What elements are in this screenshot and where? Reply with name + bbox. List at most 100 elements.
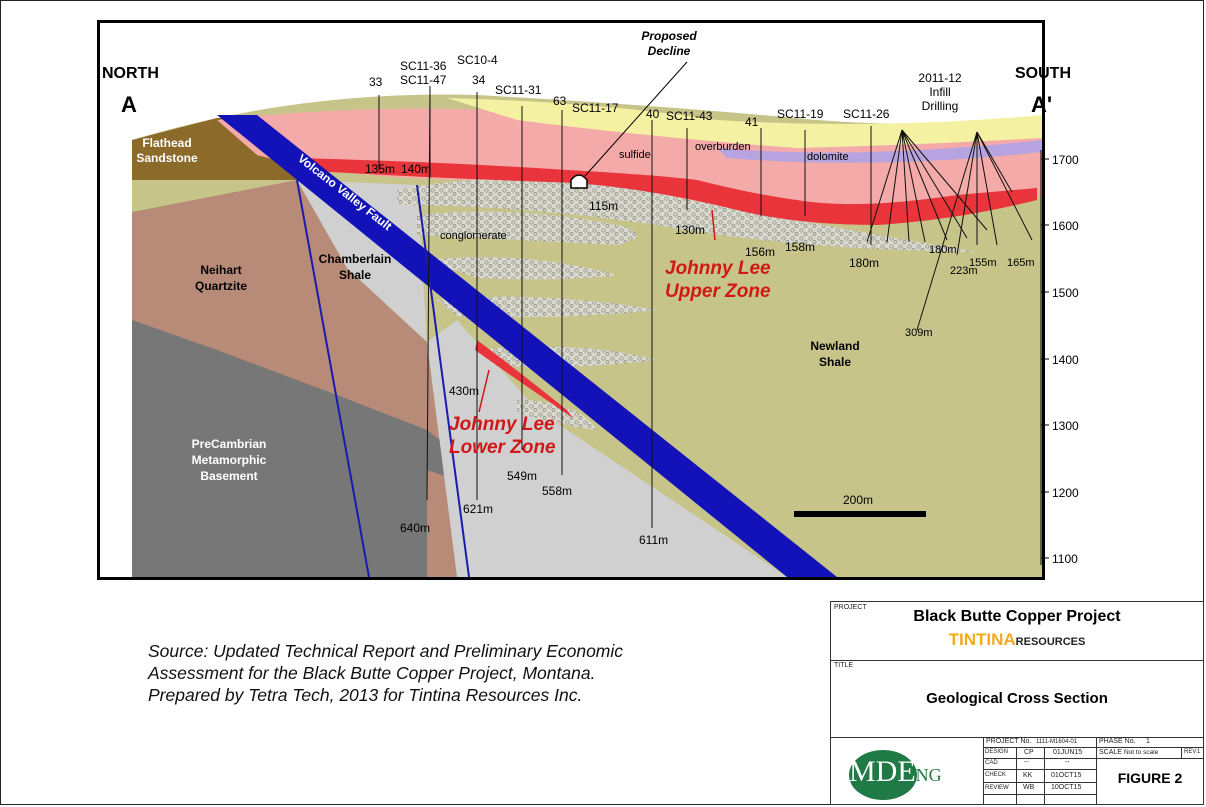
- drill-depth-label: 165m: [1007, 257, 1035, 269]
- check-label: CHECK: [985, 772, 1007, 778]
- title-field-label: TITLE: [834, 662, 854, 669]
- drill-depth-label: 621m: [463, 502, 493, 516]
- lower-zone-label: Johnny Lee: [449, 414, 555, 435]
- north-label: NORTH: [102, 65, 159, 82]
- north-point-label: A: [121, 92, 137, 117]
- cross-section-diagram: 1700 1600 1500 1400 1300 1200 1100 200m …: [97, 20, 1079, 580]
- drill-depth-label: 155m: [969, 257, 997, 269]
- elevation-tick-label: 1200: [1052, 486, 1079, 500]
- unit-label-precambrian: Basement: [200, 469, 257, 483]
- infill-drilling-label: Infill: [929, 85, 950, 99]
- unit-label-chamberlain: Chamberlain: [319, 252, 392, 266]
- drill-hole-label: SC11-26: [843, 107, 890, 121]
- upper-ore-horizon: [297, 158, 1037, 225]
- cad-label: CAD: [985, 760, 998, 766]
- drill-depth-label: 611m: [639, 533, 668, 547]
- drill-depth-label: 558m: [542, 484, 572, 498]
- cad-by: --: [1024, 759, 1029, 766]
- scale-label: SCALE: [1099, 749, 1122, 756]
- unit-label-flathead: Flathead: [142, 136, 191, 150]
- unit-label-newland: Newland: [810, 339, 859, 353]
- unit-label-overburden: overburden: [695, 141, 751, 153]
- drill-hole-label: SC11-17: [572, 101, 619, 115]
- source-line: Assessment for the Black Butte Copper Pr…: [148, 663, 596, 683]
- unit-label-neihart: Neihart: [200, 263, 241, 277]
- lower-zone-label: Lower Zone: [449, 437, 556, 458]
- drill-depth-label: 156m: [745, 245, 775, 259]
- drill-hole-label: SC11-47: [400, 73, 447, 87]
- phase-label: PHASE No.: [1099, 738, 1136, 745]
- elevation-tick-label: 1600: [1052, 219, 1079, 233]
- elevation-tick-label: 1500: [1052, 286, 1079, 300]
- project-no-value: 1111-M1604-01: [1036, 739, 1078, 745]
- company-logo-text: TINTINA: [948, 630, 1016, 649]
- elevation-axis: 1700 1600 1500 1400 1300 1200 1100: [1040, 150, 1079, 566]
- elevation-tick-label: 1700: [1052, 153, 1079, 167]
- company-logo: TINTINARESOURCES: [831, 630, 1203, 650]
- decline-leader: [584, 61, 688, 177]
- lower-ore-horizon: [475, 340, 573, 418]
- figure-number: FIGURE 2: [1117, 770, 1183, 786]
- overburden-unit: [447, 98, 1042, 148]
- upper-zone-label: Upper Zone: [665, 281, 771, 302]
- drill-depth-label: 430m: [449, 384, 479, 398]
- source-line: Prepared by Tetra Tech, 2013 for Tintina…: [148, 685, 583, 705]
- unit-label-precambrian: Metamorphic: [192, 453, 267, 467]
- unit-label-precambrian: PreCambrian: [192, 437, 267, 451]
- drill-depth-label: 223m: [950, 265, 978, 277]
- drill-hole-label: 33: [369, 75, 383, 89]
- scale-bar-label: 200m: [843, 493, 873, 507]
- rev-label: REV: [1184, 749, 1197, 755]
- proposed-decline-label: Proposed: [641, 29, 697, 43]
- title-block: PROJECT Black Butte Copper Project TINTI…: [830, 601, 1204, 805]
- elevation-tick-label: 1400: [1052, 353, 1079, 367]
- source-line: Source: Updated Technical Report and Pre…: [148, 641, 624, 661]
- check-date: 01OCT15: [1051, 772, 1082, 779]
- phase-value: 1: [1146, 738, 1150, 745]
- drill-depth-label: 140m: [401, 162, 431, 176]
- unit-label-neihart: Quartzite: [195, 279, 247, 293]
- unit-label-conglomerate: conglomerate: [440, 230, 507, 242]
- drawing-title: Geological Cross Section: [926, 690, 1108, 707]
- design-date: 01JUN15: [1053, 749, 1083, 756]
- drill-depth-label: 549m: [507, 469, 537, 483]
- check-by: KK: [1023, 772, 1033, 779]
- chamberlain-shale-unit: [297, 180, 427, 342]
- drill-depth-label: 158m: [785, 240, 815, 254]
- lower-zone-leader: [478, 369, 490, 413]
- drill-depth-label: 180m: [849, 256, 879, 270]
- logo-circle-icon: [849, 750, 917, 800]
- company-logo-suffix: RESOURCES: [1015, 636, 1086, 648]
- project-field-label: PROJECT: [834, 604, 867, 611]
- decline-tunnel: [570, 174, 588, 189]
- drill-hole-label: SC11-43: [666, 109, 713, 123]
- conglomerate-lens: [517, 400, 597, 430]
- proposed-decline-label: Decline: [648, 44, 691, 58]
- south-label: SOUTH: [1015, 65, 1071, 82]
- review-date: 10OCT15: [1051, 784, 1082, 791]
- design-label: DESIGN: [985, 749, 1009, 755]
- project-name: Black Butte Copper Project: [913, 608, 1121, 625]
- logo-sub-text: NG: [915, 765, 942, 785]
- logo-text: MDENG: [849, 755, 942, 789]
- unit-label-flathead: Sandstone: [136, 151, 198, 165]
- drill-hole-label: 41: [745, 115, 759, 129]
- boundary-line: [416, 184, 470, 577]
- drill-hole-lines: [378, 85, 1033, 528]
- drill-hole-label: 63: [553, 94, 567, 108]
- drill-depth-label: 135m: [365, 162, 395, 176]
- drill-depth-label: 640m: [400, 521, 430, 535]
- unit-label-dolomite: dolomite: [807, 151, 849, 163]
- drill-hole-label: 40: [646, 107, 660, 121]
- upper-zone-label: Johnny Lee: [665, 258, 771, 279]
- project-no-label: PROJECT No.: [986, 738, 1032, 745]
- cad-date: --: [1065, 759, 1070, 766]
- elevation-tick-label: 1100: [1052, 552, 1078, 566]
- drill-hole-label: SC11-19: [777, 107, 824, 121]
- boundary-line: [296, 179, 370, 577]
- infill-drilling-label: 2011-12: [918, 71, 961, 85]
- review-label: REVIEW: [985, 785, 1009, 791]
- unit-label-chamberlain: Shale: [339, 268, 371, 282]
- dolomite-unit: [717, 140, 1042, 163]
